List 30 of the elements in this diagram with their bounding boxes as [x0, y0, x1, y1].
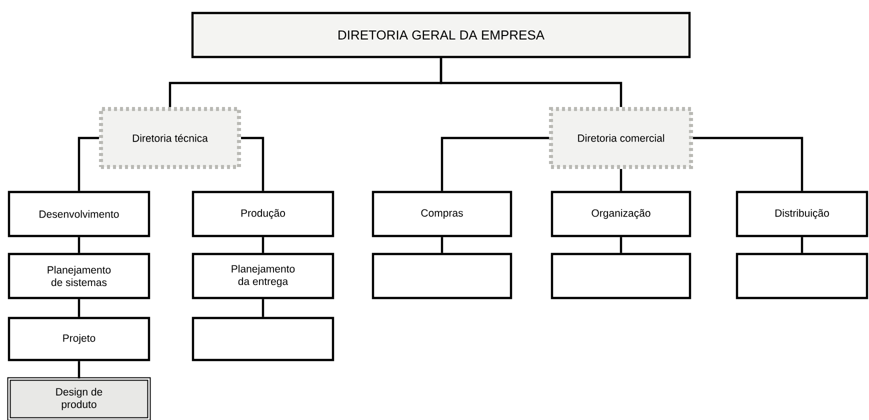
empty-box: [736, 252, 868, 300]
title-box: DIRETORIA GERAL DA EMPRESA: [191, 12, 691, 58]
unit-box: Produção: [192, 190, 334, 238]
unit-box: Compras: [372, 190, 512, 238]
empty-box: [192, 316, 334, 362]
unit-box: Distribuição: [736, 190, 868, 238]
unit-box: Planejamento da entrega: [192, 252, 334, 300]
connector-line: [693, 136, 804, 191]
connector-line: [620, 169, 622, 191]
connector-line: [800, 237, 804, 253]
connector-line: [78, 237, 80, 253]
unit-box: Planejamento de sistemas: [8, 252, 150, 300]
empty-box: [550, 252, 692, 300]
connector-line: [262, 237, 264, 253]
connector-line: [78, 361, 80, 378]
connector-line: [440, 237, 444, 253]
unit-box: Design de produto: [7, 377, 151, 420]
connector-line: [78, 299, 80, 317]
unit-box: Desenvolvimento: [8, 190, 150, 238]
connector-line: [78, 136, 99, 191]
empty-box: [372, 252, 512, 300]
unit-box: Projeto: [8, 316, 150, 362]
connector-line: [440, 136, 549, 191]
department-box: Diretoria técnica: [99, 107, 241, 169]
unit-box: Organização: [550, 190, 692, 238]
connector-line: [241, 136, 264, 191]
department-box: Diretoria comercial: [549, 107, 693, 169]
connector-line: [262, 299, 264, 317]
connector-line: [620, 237, 622, 253]
connector-line: [440, 58, 622, 107]
